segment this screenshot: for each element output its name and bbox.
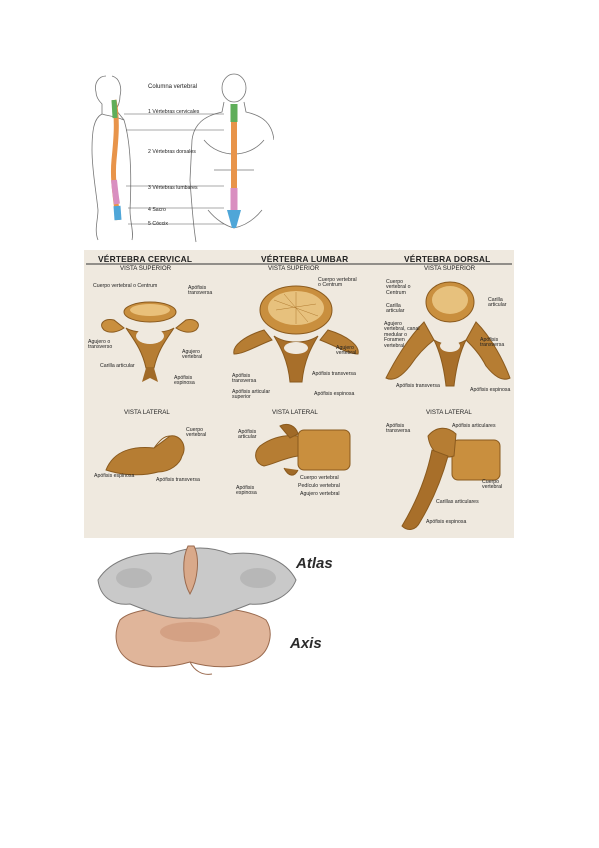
annotation-label: Apófisis transversa [188,285,213,297]
annotation-label: Apófisis articular superior [232,389,271,401]
annotation-label: Apófisis transversa [232,373,257,385]
annotation-label: Cuerpo vertebral o Centrum [93,283,158,289]
cervical-top-view-label: VISTA SUPERIOR [120,265,172,272]
annotation-label: Pedículo vertebral [298,483,340,489]
lumbar-top-view [233,285,359,383]
vertebrae-panel [84,250,514,538]
annotation-label: Cuerpo vertebral o Centrum [386,279,411,296]
cervical-side-view-label: VISTA LATERAL [124,409,170,416]
spine-region-label: 4 Sacro [148,207,166,213]
dorsal-side-view [401,427,501,530]
vertebrae-illustration [86,263,512,530]
spine-region-label: 5 Cóccix [148,221,168,227]
annotation-label: Apófisis espinosa [426,519,467,525]
annotation-label: Apófisis espinosa [94,473,135,479]
annotation-label: Apófisis espinosa [236,485,257,497]
cervical-title: VÉRTEBRA CERVICAL [98,254,193,264]
annotation-label: Carilla articular [488,297,507,309]
annotation-label: Apófisis articular [238,429,257,441]
annotation-label: Carilla articular [100,363,135,369]
spine-figure [84,70,274,244]
spine-region-label: 2 Vértebras dorsales [148,149,196,155]
spine-title: Columna vertebral [148,84,198,90]
annotation-label: Agujero vertebral [300,491,340,497]
annotation-label: Carillas articulares [436,499,479,505]
lumbar-title: VÉRTEBRA LUMBAR [261,254,349,264]
spine-region-label: 1 Vértebras cervicales [148,109,200,115]
annotation-label: Apófisis transversa [396,383,440,389]
annotation-label: Agujero vertebral, canal medular o Foram… [384,321,420,349]
dorsal-title: VÉRTEBRA DORSAL [404,254,491,264]
cervical-top-view [101,301,199,382]
dorsal-top-view [385,281,511,387]
annotation-label: Cuerpo vertebral [300,475,339,481]
axis-label: Axis [290,635,322,652]
atlas-axis-illustration [97,545,297,675]
annotation-label: Agujero vertebral [336,345,357,357]
spine-region-label: 3 Vértebras lumbares [148,185,198,191]
spine-illustration [91,73,274,243]
annotation-label: Apófisis transversa [480,337,505,349]
annotation-label: Apófisis transversa [386,423,411,435]
cervical-side-view [105,435,185,476]
lumbar-top-view-label: VISTA SUPERIOR [268,265,320,272]
atlas-label: Atlas [296,555,333,572]
annotation-label: Carilla articular [386,303,405,315]
annotation-label: Agujero vertebral [182,349,203,361]
lumbar-side-view [255,423,351,476]
lumbar-side-view-label: VISTA LATERAL [272,409,318,416]
annotation-label: Apófisis articulares [452,423,496,429]
annotation-label: Apófisis espinosa [174,375,195,387]
annotation-label: Cuerpo vertebral o Centrum [318,277,357,289]
annotation-label: Apófisis espinosa [314,391,355,397]
annotation-label: Cuerpo vertebral [186,427,207,439]
annotation-label: Agujero o transverso [88,339,113,351]
dorsal-top-view-label: VISTA SUPERIOR [424,265,476,272]
annotation-label: Apófisis transversa [156,477,200,483]
annotation-label: Apófisis espinosa [470,387,511,393]
atlas-axis-figure [90,540,300,680]
axis-bone [115,607,271,675]
annotation-label: Cuerpo vertebral [482,479,503,491]
dorsal-side-view-label: VISTA LATERAL [426,409,472,416]
atlas-bone [97,545,297,619]
annotation-label: Apófisis transversa [312,371,356,377]
